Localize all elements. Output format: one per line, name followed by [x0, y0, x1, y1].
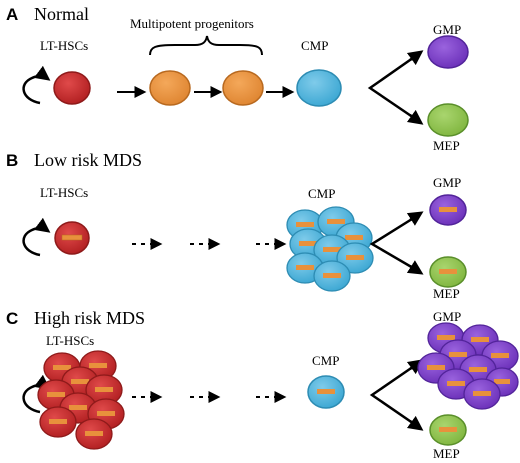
panel-c-gmp-cluster — [417, 322, 519, 410]
panel-a-progenitor-cell-1 — [149, 70, 191, 106]
panel-a: A Normal LT-HSCs Multipotent progenitors… — [6, 4, 469, 153]
panel-a-self-renewal-arrow — [22, 65, 51, 105]
panel-c-cmp-cell — [307, 375, 345, 409]
panel-b-lt-hsc-cell — [54, 221, 90, 255]
panel-b-gmp-cell — [429, 194, 467, 226]
panel-c-mep-label: MEP — [433, 446, 460, 461]
panel-a-branch-lines — [367, 51, 421, 124]
panel-b-letter: B — [6, 151, 18, 170]
panel-b-branch-lines — [369, 212, 421, 274]
progenitors-brace — [149, 35, 263, 56]
panel-b-arrow-to-gmp — [406, 211, 424, 226]
panel-a-letter: A — [6, 5, 18, 24]
panel-b-gmp-label: GMP — [433, 175, 461, 190]
panel-a-cmp-label: CMP — [301, 38, 328, 53]
panel-c-title: High risk MDS — [34, 308, 145, 328]
panel-b: B Low risk MDS LT-HSCs CMP GMP MEP — [6, 150, 467, 301]
mutation-mark — [61, 234, 83, 241]
panel-c-gmp-label: GMP — [433, 309, 461, 324]
panel-b-cmp-cluster — [286, 206, 374, 292]
panel-c-arrow-to-mep — [406, 415, 424, 431]
panel-b-mep-label: MEP — [433, 286, 460, 301]
panel-a-lt-hsc-cell — [53, 71, 91, 105]
panel-b-self-renewal-arrow — [22, 217, 51, 257]
panel-a-progenitor-cell-2 — [222, 70, 264, 106]
panel-a-arrow-to-mep — [406, 109, 424, 125]
panel-c-mep-cell — [429, 414, 467, 446]
panel-a-arrow-to-gmp — [406, 50, 424, 66]
panel-a-mep-label: MEP — [433, 138, 460, 153]
panel-b-arrow-to-mep — [406, 260, 424, 275]
panel-b-title: Low risk MDS — [34, 150, 142, 170]
panel-c: C High risk MDS LT-HSCs CMP GMP MEP — [6, 308, 519, 461]
panel-c-cmp-label: CMP — [312, 353, 339, 368]
panel-c-lt-hsc-cluster — [37, 350, 125, 450]
panel-c-branch-lines — [369, 360, 421, 430]
panel-a-cmp-cell — [296, 69, 342, 107]
panel-a-gmp-cell — [427, 35, 469, 69]
panel-b-lt-hscs-label: LT-HSCs — [40, 185, 88, 200]
panel-b-cmp-label: CMP — [308, 186, 335, 201]
panel-a-progenitors-label: Multipotent progenitors — [130, 16, 254, 31]
panel-a-lt-hscs-label: LT-HSCs — [40, 38, 88, 53]
panel-a-gmp-label: GMP — [433, 22, 461, 37]
panel-c-lt-hscs-label: LT-HSCs — [46, 333, 94, 348]
panel-b-mep-cell — [429, 256, 467, 288]
panel-a-mep-cell — [427, 103, 469, 137]
panel-c-letter: C — [6, 309, 18, 328]
panel-a-title: Normal — [34, 4, 89, 24]
